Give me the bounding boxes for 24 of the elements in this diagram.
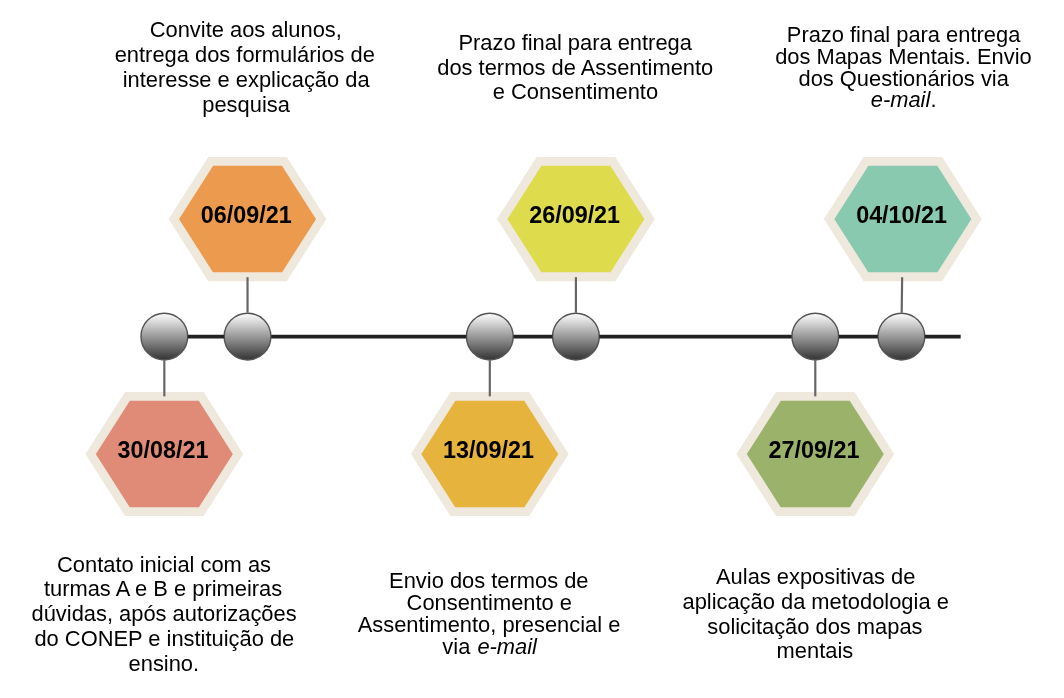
node-label: Aulas expositivas de aplicação da metodologia e solicitação dos mapas mentais: [681, 563, 949, 664]
connector: [488, 360, 491, 397]
connector: [813, 360, 816, 397]
node-circle: [876, 312, 925, 361]
connector: [900, 277, 903, 313]
node-label: Envio dos termos de Consentimento e Assentimento, presencial e via e-mail: [357, 568, 620, 660]
connector: [187, 334, 224, 339]
node-circle: [551, 312, 600, 361]
node-label: Prazo final para entrega dos Mapas Mentais. Envio dos Questionários via e-mail.: [774, 21, 1032, 113]
connector: [838, 334, 878, 339]
connector: [924, 334, 961, 339]
connector: [574, 277, 577, 313]
connector: [270, 334, 466, 339]
node-circle: [790, 312, 839, 361]
node-label: Prazo final para entrega dos termos de Assentimento e Consentimento: [436, 29, 713, 105]
node-circle: [465, 312, 514, 361]
node-circle: [222, 312, 272, 361]
node-label: Convite aos alunos, entrega dos formulários de interesse e explicação da pesquisa: [114, 17, 375, 117]
connector: [162, 360, 165, 397]
node-circle: [139, 312, 188, 361]
connector: [245, 277, 249, 313]
node-label: Contato inicial com as turmas A e B e primeiras dúvidas, após autorizações do CONEP e instituição de ensino.: [31, 551, 297, 676]
connector: [598, 334, 792, 339]
connector: [512, 334, 552, 339]
